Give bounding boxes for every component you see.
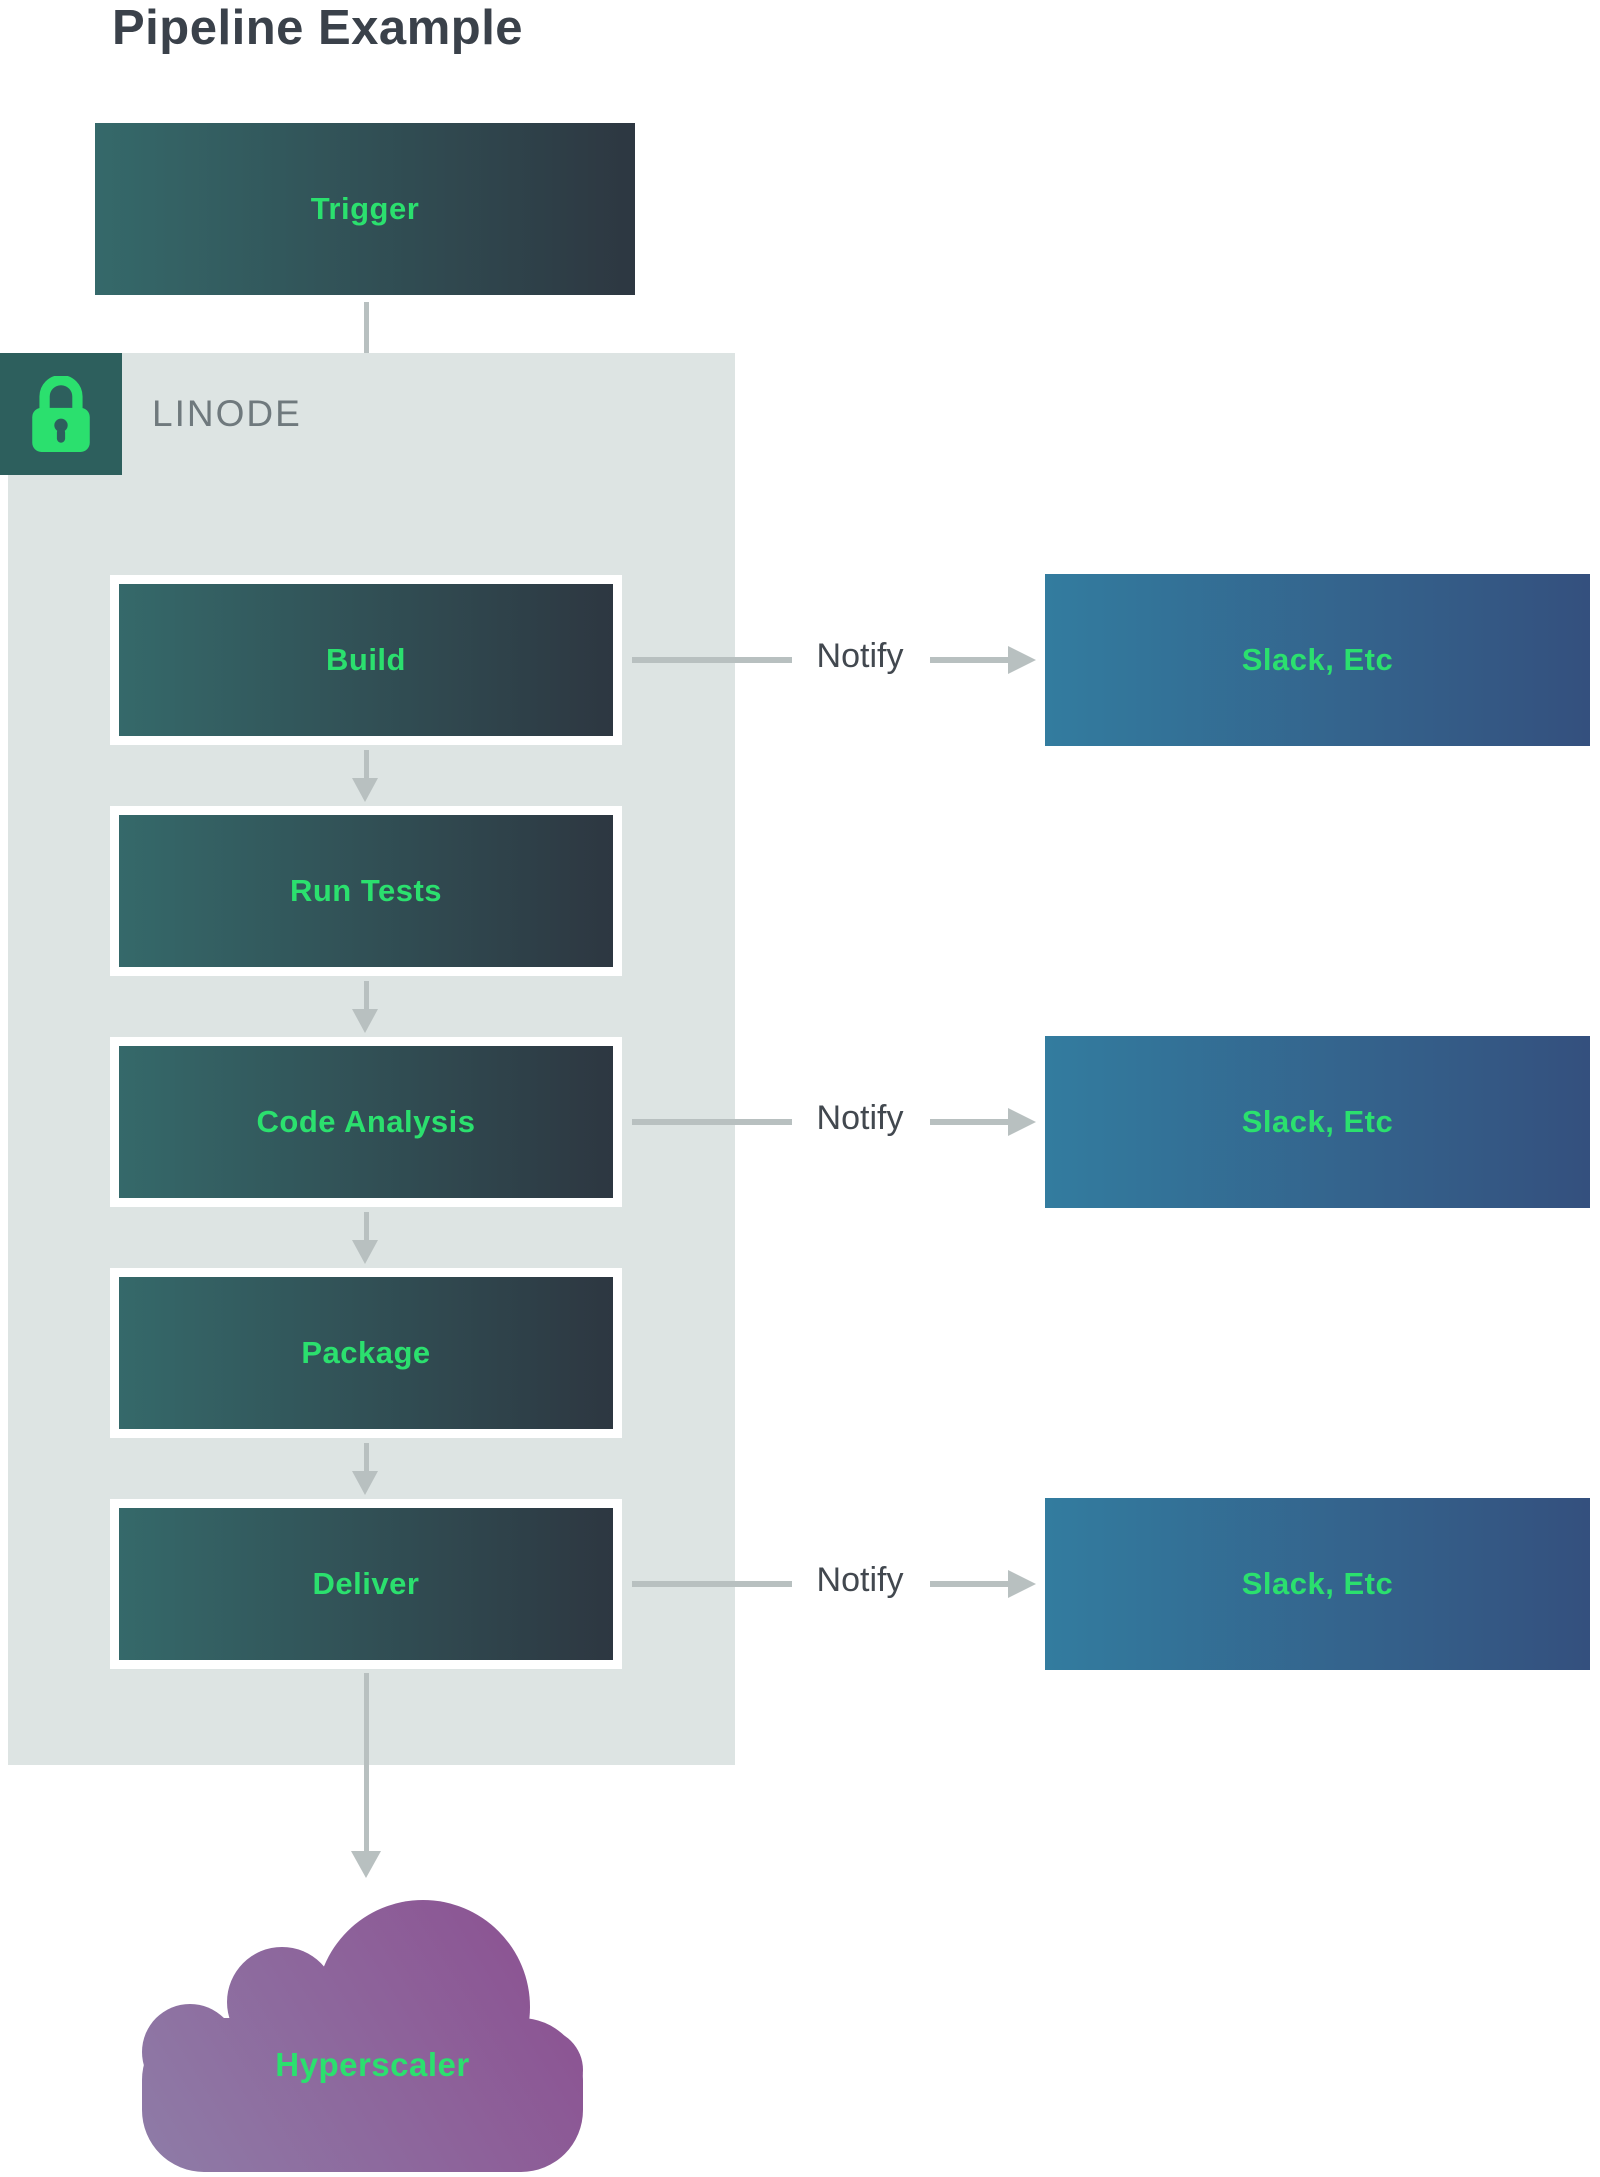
stage-label: Deliver xyxy=(312,1566,420,1601)
cloud-icon xyxy=(142,1900,583,2172)
notify-target-code-analysis: Slack, Etc xyxy=(1045,1036,1590,1208)
notify-line xyxy=(632,1581,792,1587)
stage-label: Package xyxy=(301,1335,431,1370)
page-title: Pipeline Example xyxy=(112,1,524,55)
arrow-head-down-icon xyxy=(352,1009,378,1033)
stage-node-run-tests: Run Tests xyxy=(110,806,622,976)
arrow-line xyxy=(364,1673,369,1853)
arrow-line xyxy=(364,750,369,780)
stage-label: Run Tests xyxy=(289,873,443,908)
notify-target-label: Slack, Etc xyxy=(1241,1566,1394,1601)
notify-target-deliver: Slack, Etc xyxy=(1045,1498,1590,1670)
arrow-line xyxy=(364,1212,369,1242)
notify-label: Notify xyxy=(816,637,904,675)
trigger-node: Trigger xyxy=(95,123,635,295)
arrow-head-right-icon xyxy=(1008,646,1036,674)
lock-icon xyxy=(32,376,90,452)
trigger-label: Trigger xyxy=(310,191,420,226)
stage-node-package: Package xyxy=(110,1268,622,1438)
notify-line xyxy=(632,657,792,663)
arrow-head-right-icon xyxy=(1008,1570,1036,1598)
notify-label: Notify xyxy=(816,1099,904,1137)
arrow-head-right-icon xyxy=(1008,1108,1036,1136)
arrow-head-down-icon xyxy=(352,1240,378,1264)
notify-label: Notify xyxy=(816,1561,904,1599)
arrow-line xyxy=(364,981,369,1011)
arrow-line xyxy=(364,1443,369,1473)
stage-label: Code Analysis xyxy=(256,1104,476,1139)
hyperscaler-label: Hyperscaler xyxy=(275,2046,470,2083)
notify-line xyxy=(632,1119,792,1125)
notify-line xyxy=(930,1119,1010,1125)
stage-node-deliver: Deliver xyxy=(110,1499,622,1669)
stage-node-code-analysis: Code Analysis xyxy=(110,1037,622,1207)
notify-line xyxy=(930,657,1010,663)
stage-label: Build xyxy=(326,642,406,677)
lock-badge xyxy=(0,353,122,475)
notify-target-label: Slack, Etc xyxy=(1241,1104,1394,1139)
notify-target-build: Slack, Etc xyxy=(1045,574,1590,746)
arrow-head-down-icon xyxy=(351,1851,381,1878)
notify-line xyxy=(930,1581,1010,1587)
arrow-head-down-icon xyxy=(352,778,378,802)
stage-node-build: Build xyxy=(110,575,622,745)
boundary-label: LINODE xyxy=(152,393,302,434)
arrow-head-down-icon xyxy=(352,1471,378,1495)
notify-target-label: Slack, Etc xyxy=(1241,642,1394,677)
